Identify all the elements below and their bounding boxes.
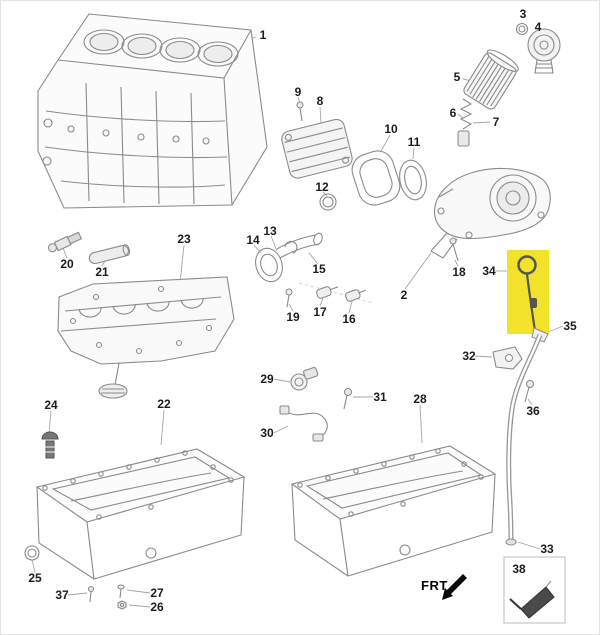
frt-label: FRT: [421, 578, 448, 593]
frt-arrow-icon: [442, 574, 467, 600]
harness-drawing: [279, 405, 328, 442]
callout-22: 22: [157, 397, 171, 411]
small-fasteners-drawing: [285, 286, 367, 308]
callout-30: 30: [260, 426, 274, 440]
callout-21: 21: [95, 265, 109, 279]
callout-37: 37: [55, 588, 69, 602]
dipstick-drawing: [507, 250, 549, 334]
callout-4: 4: [534, 20, 542, 34]
callout-3: 3: [519, 7, 527, 21]
callout-11: 11: [407, 135, 421, 149]
callout-32: 32: [462, 349, 476, 363]
callout-36: 36: [526, 404, 540, 418]
callout-15: 15: [312, 262, 326, 276]
callout-12: 12: [315, 180, 329, 194]
dipstick-highlight-box: [507, 250, 549, 334]
callout-8: 8: [316, 94, 324, 108]
oil-level-sensor-drawing: [290, 367, 319, 391]
callout-34: 34: [482, 264, 496, 278]
callout-19: 19: [286, 310, 300, 324]
tube-bracket-drawing: [492, 346, 523, 370]
callout-10: 10: [384, 122, 398, 136]
callout-29: 29: [260, 372, 274, 386]
callout-20: 20: [60, 257, 74, 271]
bolt-36-drawing: [524, 379, 535, 403]
oil-pan-left-drawing: [35, 448, 246, 580]
bypass-valve-drawing: [457, 98, 473, 147]
bolt-18-drawing: [449, 237, 459, 262]
callout-16: 16: [342, 312, 356, 326]
callout-2: 2: [400, 288, 408, 302]
gasket-10-drawing: [351, 150, 401, 206]
callout-25: 25: [28, 571, 42, 585]
callout-6: 6: [449, 106, 457, 120]
sealant-kit-box: [503, 556, 566, 624]
callout-26: 26: [150, 600, 164, 614]
callout-1: 1: [259, 28, 267, 42]
oil-filter-element-drawing: [463, 49, 519, 110]
dipstick-tube-drawing: [505, 327, 549, 546]
oring-12-drawing: [319, 193, 337, 211]
plug-24-drawing: [41, 431, 59, 459]
oil-filter-housing-drawing: [430, 167, 551, 259]
callout-9: 9: [294, 85, 302, 99]
callout-31: 31: [373, 390, 387, 404]
callout-17: 17: [313, 305, 327, 319]
callout-14: 14: [246, 233, 260, 247]
callout-27: 27: [150, 586, 164, 600]
nut-26-drawing: [117, 600, 127, 610]
callout-35: 35: [563, 319, 577, 333]
callout-7: 7: [492, 115, 500, 129]
oil-cooler-drawing: [281, 118, 353, 179]
sealant-tube-drawing: [509, 580, 555, 619]
callout-13: 13: [263, 224, 277, 238]
bolt-31-drawing: [343, 387, 353, 410]
screw-27-drawing: [117, 584, 125, 599]
callout-28: 28: [413, 392, 427, 406]
water-outlet-drawing: [255, 232, 323, 283]
screw-37-drawing: [87, 585, 95, 603]
seal-11-drawing: [399, 159, 427, 201]
sensor-20-drawing: [47, 231, 83, 253]
bolt-9-drawing: [296, 101, 304, 122]
callout-24: 24: [44, 398, 58, 412]
oil-filter-cap-drawing: [515, 22, 561, 74]
callout-38: 38: [512, 562, 526, 576]
callout-23: 23: [177, 232, 191, 246]
engine-block-drawing: [37, 13, 268, 209]
bedplate-drawing: [57, 276, 235, 399]
oil-pan-right-drawing: [290, 445, 497, 577]
callout-5: 5: [453, 70, 461, 84]
pin-21-drawing: [88, 244, 131, 265]
leader-lines: [31, 31, 564, 608]
callout-33: 33: [540, 542, 554, 556]
plug-25-drawing: [24, 545, 40, 561]
callout-18: 18: [452, 265, 466, 279]
